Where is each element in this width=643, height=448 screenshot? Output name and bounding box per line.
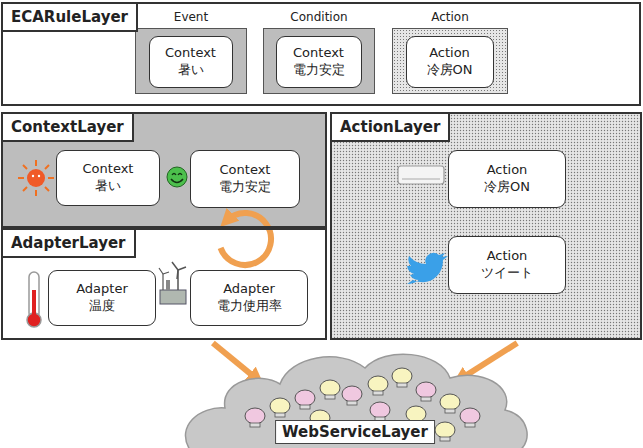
layer-title: ActionLayer (330, 112, 450, 142)
web-service-cloud: WebServiceLayer (180, 346, 530, 448)
event-group: EventContext暑い (135, 28, 247, 94)
thermometer-icon (27, 272, 41, 327)
box-type: Action (487, 248, 528, 265)
group-label: Action (393, 10, 507, 24)
flow-arrow (460, 343, 517, 379)
box-name: 電力使用率 (217, 298, 282, 315)
box-name: 温度 (89, 298, 115, 315)
group-label: Event (136, 10, 246, 24)
context-layer-fill (1, 112, 327, 228)
box-type: Context (220, 162, 271, 179)
smiley-icon (167, 167, 187, 187)
action-box: Action冷房ON (406, 36, 494, 88)
adapter-box: Adapter電力使用率 (190, 270, 308, 326)
action-layer: ActionLayerAction冷房ONActionツイート (330, 112, 642, 340)
box-name: 冷房ON (427, 62, 473, 79)
layer-title: AdapterLayer (1, 228, 136, 258)
context-box: Context暑い (149, 36, 233, 88)
action-layer-fill (330, 112, 642, 340)
condition-group: ConditionContext電力安定 (263, 28, 375, 94)
action-box: Action冷房ON (448, 150, 566, 208)
power-plant-icon (159, 262, 186, 304)
action-group: ActionAction冷房ON (392, 28, 508, 94)
layer-title: WebServiceLayer (275, 420, 435, 444)
box-name: 電力安定 (293, 62, 345, 79)
box-name: 冷房ON (484, 179, 530, 196)
box-type: Context (165, 45, 216, 62)
box-type: Action (487, 162, 528, 179)
context-box: Context電力安定 (190, 150, 300, 208)
flow-arrow (213, 343, 257, 379)
layer-title: ContextLayer (1, 112, 134, 142)
group-label: Condition (264, 10, 374, 24)
box-type: Action (429, 45, 470, 62)
box-type: Adapter (223, 281, 275, 298)
box-name: ツイート (481, 265, 533, 282)
box-name: 暑い (95, 178, 121, 195)
box-name: 電力安定 (219, 179, 271, 196)
context-box: Context電力安定 (276, 36, 362, 88)
sun-icon (18, 160, 54, 196)
rule-layer: ECARuleLayerEventContext暑いConditionConte… (1, 2, 641, 106)
layer-title: ECARuleLayer (1, 2, 138, 32)
box-type: Context (83, 161, 134, 178)
box-type: Adapter (76, 281, 128, 298)
box-type: Context (293, 45, 344, 62)
cycle-arrow (221, 213, 271, 265)
bird-icon (407, 253, 448, 284)
context-layer: ContextLayerContext暑いContext電力安定 (1, 112, 327, 228)
adapter-box: Adapter温度 (48, 270, 156, 326)
context-box: Context暑い (56, 150, 160, 206)
adapter-layer: AdapterLayerAdapter温度Adapter電力使用率 (1, 228, 327, 340)
box-name: 暑い (178, 62, 204, 79)
action-box: Actionツイート (448, 236, 566, 294)
air-conditioner-icon (398, 166, 444, 184)
